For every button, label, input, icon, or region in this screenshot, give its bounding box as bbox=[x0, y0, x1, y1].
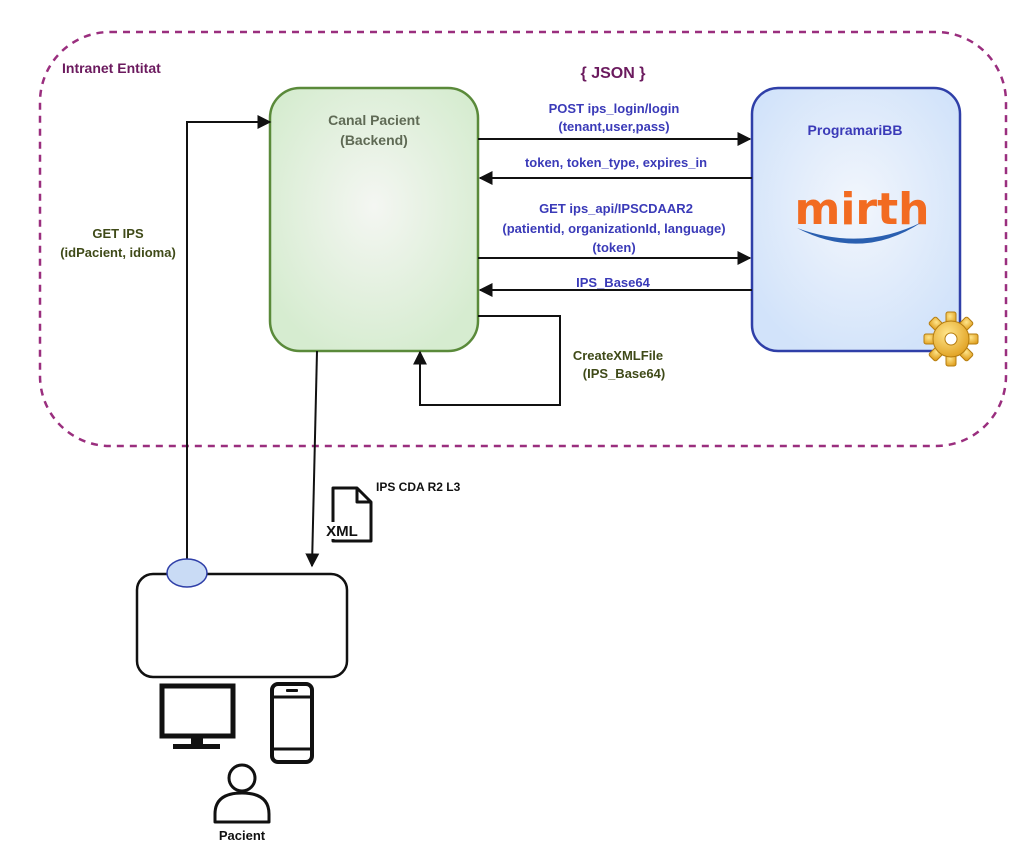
create-xml-label-1: CreateXMLFile bbox=[573, 348, 663, 363]
intranet-label: Intranet Entitat bbox=[62, 60, 161, 76]
ips-document-label: IPS CDA R2 L3 bbox=[376, 480, 461, 494]
token-response-label: token, token_type, expires_in bbox=[525, 155, 707, 170]
smartphone-icon bbox=[270, 682, 314, 764]
monitor-icon bbox=[159, 683, 236, 749]
login-request-label-1: POST ips_login/login bbox=[549, 101, 680, 116]
get-ips-request-label-3: (token) bbox=[592, 240, 635, 255]
get-ips-request-label-1: GET ips_api/IPSCDAAR2 bbox=[539, 201, 693, 216]
mirth-logo: mirth bbox=[795, 184, 930, 244]
canal-pacient-subtitle: (Backend) bbox=[340, 132, 408, 148]
client-box bbox=[135, 572, 349, 679]
json-format-label: { JSON } bbox=[581, 65, 646, 82]
xml-response-arrow bbox=[305, 350, 320, 568]
get-ips-client-label-2: (idPacient, idioma) bbox=[60, 245, 176, 260]
patient-label: Pacient bbox=[219, 828, 266, 843]
create-xml-label-2: (IPS_Base64) bbox=[583, 366, 665, 381]
person-icon bbox=[213, 763, 271, 824]
get-ips-request-label-2: (patientid, organizationId, language) bbox=[502, 221, 725, 236]
intranet-boundary bbox=[38, 30, 1008, 448]
xml-file-type-label: XML bbox=[326, 523, 358, 540]
xml-file-icon: XML bbox=[322, 486, 373, 543]
get-ips-client-arrow bbox=[186, 115, 272, 562]
programari-title: ProgramariBB bbox=[808, 122, 903, 138]
mirth-smile-icon bbox=[797, 222, 922, 244]
mirth-logo-text: mirth bbox=[795, 184, 930, 235]
client-connector-port bbox=[166, 558, 208, 588]
ips-response-label: IPS_Base64 bbox=[576, 275, 650, 290]
get-ips-client-label-1: GET IPS bbox=[92, 226, 144, 241]
programari-box bbox=[750, 86, 962, 353]
gear-icon bbox=[923, 311, 979, 367]
canal-pacient-title: Canal Pacient bbox=[328, 112, 420, 128]
canal-pacient-box bbox=[268, 86, 480, 353]
login-request-label-2: (tenant,user,pass) bbox=[558, 119, 669, 134]
create-xml-loop-arrow bbox=[413, 315, 561, 406]
